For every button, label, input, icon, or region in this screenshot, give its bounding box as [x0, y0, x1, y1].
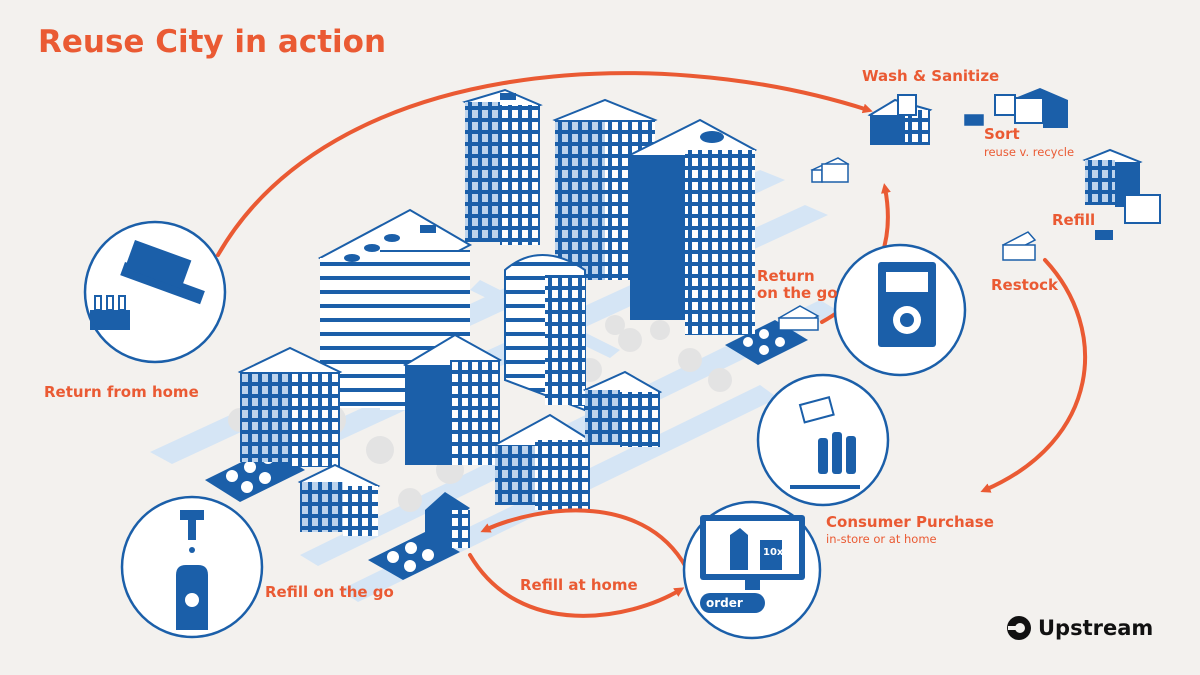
label-restock: Restock [991, 276, 1058, 294]
wash-facility [867, 94, 933, 145]
label-refill-on-the-go: Refill on the go [265, 583, 394, 601]
circle-restock [833, 243, 967, 377]
label-return-on-the-go: Return on the go [757, 267, 838, 303]
label-sort-sub: reuse v. recycle [984, 145, 1075, 159]
label-return-from-home: Return from home [44, 383, 199, 401]
circle-consumer-purchase [756, 373, 890, 507]
tower-left [462, 88, 543, 245]
order-button-label: order [706, 596, 743, 610]
brand-logo: Upstream [1006, 615, 1153, 641]
building-bottom-center [493, 413, 592, 510]
circle-order-screen [682, 500, 822, 640]
building-left-block [237, 346, 343, 467]
label-consumer-sub: in-store or at home [826, 532, 937, 546]
brand-name: Upstream [1038, 616, 1154, 640]
page-title: Reuse City in action [38, 24, 387, 60]
label-refill-at-home: Refill at home [520, 576, 638, 594]
label-consumer-purchase: Consumer Purchase [826, 513, 994, 531]
arrow-return-home-to-wash [216, 71, 873, 257]
building-right-small [582, 370, 663, 447]
circle-refill-go [120, 495, 264, 639]
pack-label: 10x [763, 547, 784, 558]
building-white-curved [504, 254, 586, 412]
arrow-house-to-screen [468, 553, 685, 618]
label-wash-sanitize: Wash & Sanitize [862, 67, 1000, 85]
label-sort: Sort [984, 125, 1020, 143]
circle-return-home [83, 220, 227, 364]
arrow-restock-to-purchase [980, 258, 1087, 493]
tower-right [627, 118, 758, 335]
flow-arrows [216, 71, 1087, 618]
label-refill: Refill [1052, 211, 1096, 229]
house [425, 492, 470, 548]
building-blue-center [403, 333, 502, 465]
trucks [777, 114, 1037, 331]
building-small-bottom [297, 463, 381, 536]
refill-facility [1082, 148, 1161, 240]
sort-facility [994, 88, 1068, 128]
upstream-logo-icon [1007, 616, 1031, 640]
arrow-refill-home-to-house [480, 508, 692, 577]
